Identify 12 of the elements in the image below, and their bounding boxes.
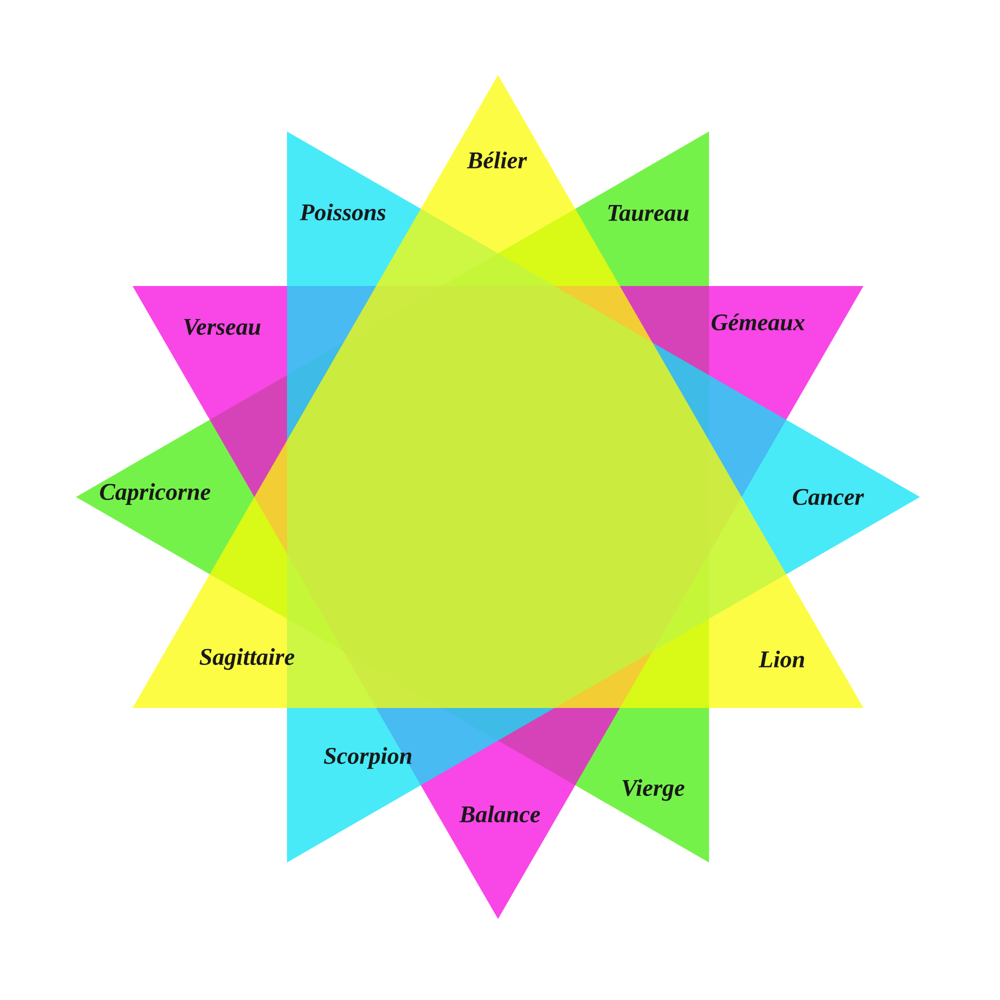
- star-point-label: Vierge: [622, 779, 684, 801]
- star-point-label: Bélier: [466, 152, 528, 168]
- star-point-label: Poissons: [300, 204, 386, 220]
- star-point-label: Lion: [758, 650, 804, 668]
- star-point-label: Balance: [459, 806, 540, 822]
- star-point-label: Sagittaire: [200, 648, 294, 670]
- star-point-label: Cancer: [792, 488, 864, 506]
- star-point-label: Capricorne: [100, 483, 210, 505]
- star-point-label: Verseau: [184, 319, 260, 336]
- star-point-label: Gémeaux: [712, 314, 805, 330]
- star-point-label: Taureau: [608, 205, 689, 221]
- star-point-label: Scorpion: [324, 747, 412, 769]
